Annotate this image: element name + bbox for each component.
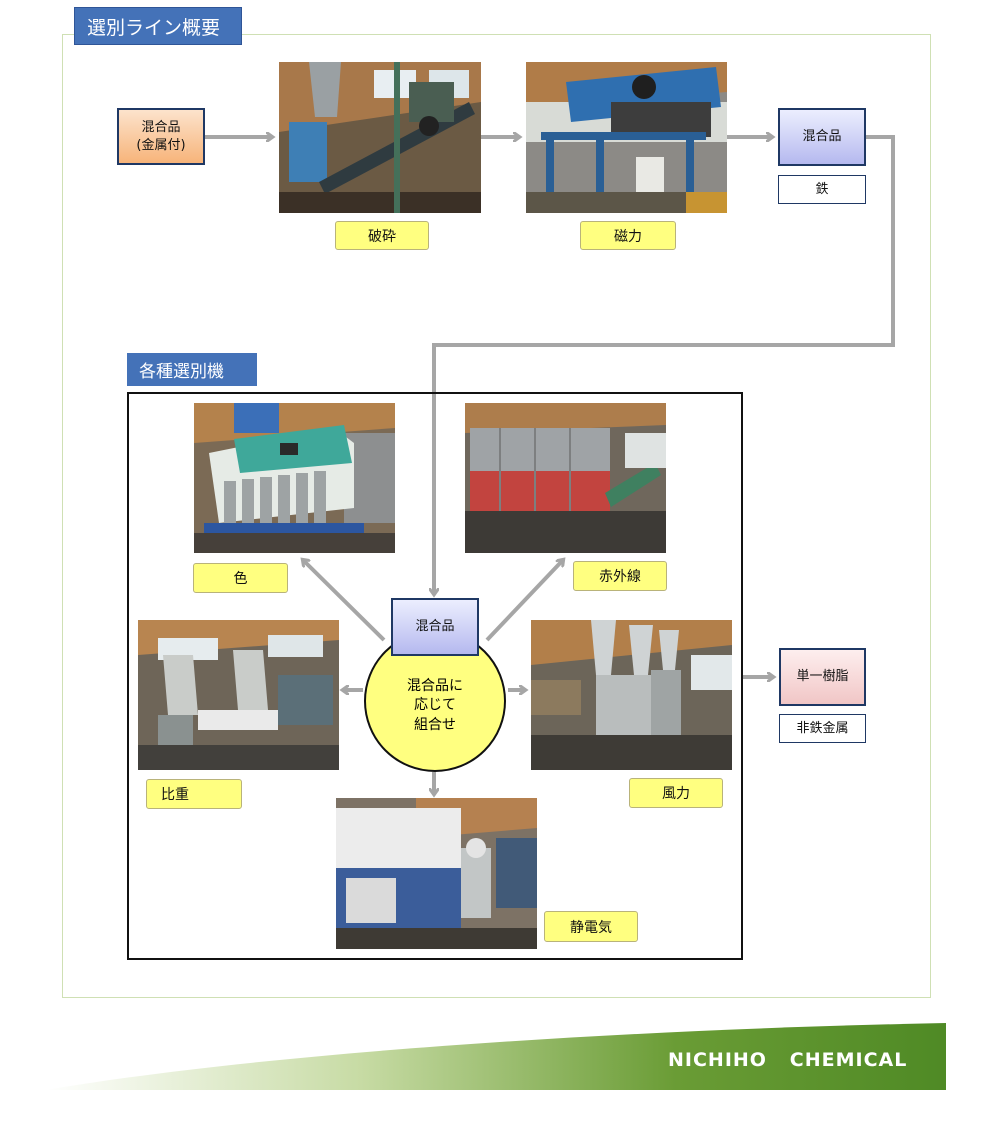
infrared-label: 赤外線: [573, 561, 667, 591]
overview-frame: [62, 34, 931, 998]
wind-sorter-photo: [531, 620, 732, 770]
iron-output-box: 鉄: [778, 175, 866, 204]
crusher-photo: [279, 62, 481, 213]
color-sorter-photo: [194, 403, 395, 553]
crush-label: 破砕: [335, 221, 429, 250]
input-mixed-metal-box: 混合品 (金属付): [117, 108, 205, 165]
company-name: NICHIHO CHEMICAL: [668, 1049, 908, 1071]
nonferrous-metal-box: 非鉄金属: [779, 714, 866, 743]
section-title: 各種選別機: [127, 353, 257, 386]
combination-text: 混合品に 応じて 組合せ: [407, 677, 463, 733]
sorter-input-box: 混合品: [391, 598, 479, 656]
single-resin-box: 単一樹脂: [779, 648, 866, 706]
wind-label: 風力: [629, 778, 723, 808]
gravity-sorter-photo: [138, 620, 339, 770]
mixed-output-box: 混合品: [778, 108, 866, 166]
sorters-frame: [127, 392, 743, 960]
electrostatic-label: 静電気: [544, 911, 638, 942]
electrostatic-sorter-photo: [336, 798, 537, 949]
infrared-sorter-photo: [465, 403, 666, 553]
magnet-label: 磁力: [580, 221, 676, 250]
magnet-photo: [526, 62, 727, 213]
color-label: 色: [193, 563, 288, 593]
gravity-label: 比重: [146, 779, 242, 809]
footer-band: [46, 1023, 946, 1090]
page-title: 選別ライン概要: [74, 7, 242, 45]
